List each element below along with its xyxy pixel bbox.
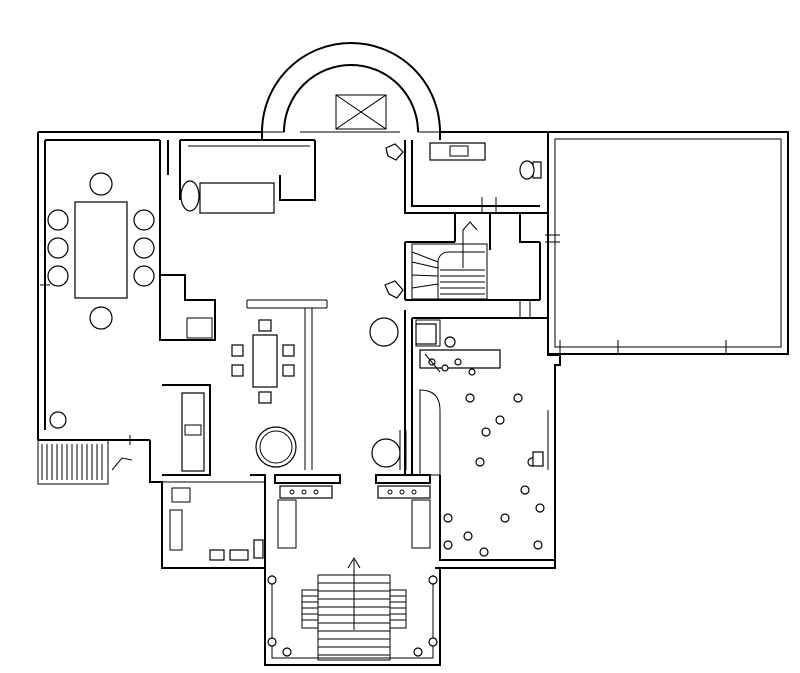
armchair-icon [180,180,200,212]
dining-set [231,299,328,470]
office [404,310,556,561]
skylight-icon [335,94,387,130]
front-porch [264,557,441,666]
corridor-walls [274,474,431,549]
wall-ticks [40,234,727,354]
round-table [255,426,297,468]
vanity-icon [429,142,486,161]
stair-hall [384,213,541,318]
entry-arrow-icon [347,557,361,630]
living-hall [179,139,328,470]
side-terrace-stair [37,435,133,485]
desk-icon [415,323,437,345]
toilet-icon [519,160,542,180]
plant-pot-icon [49,411,67,429]
swivel-chair-icon [385,143,404,161]
dining-room [47,140,216,429]
rotunda-bay [261,42,441,133]
kitchen [162,384,266,568]
dining-table [74,201,128,299]
hall-columns [369,317,407,470]
outer-walls [37,131,789,569]
bathroom [385,140,548,214]
entry-stairs [301,557,407,661]
dining-chairs [47,172,155,330]
sofa-icon [199,182,275,214]
office-chairs [443,393,545,557]
spiral-stair-icon [411,221,485,299]
